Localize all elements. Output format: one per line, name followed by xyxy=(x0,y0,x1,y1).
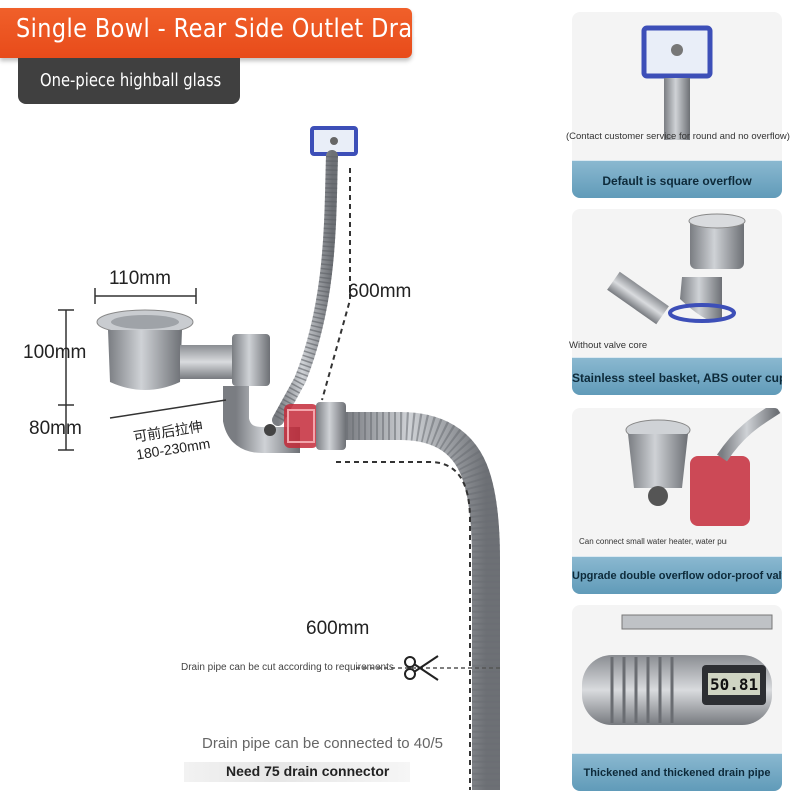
connector-label: Need 75 drain connector xyxy=(226,763,390,779)
panel-note: Without valve core xyxy=(569,340,648,351)
valve-overflow-icon xyxy=(625,408,781,526)
panel-caption: Thickened and thickened drain pipe xyxy=(583,767,771,779)
panel-caption: Default is square overflow xyxy=(602,174,752,188)
panel-caption-bar xyxy=(572,753,782,791)
dim-height-100: 100mm xyxy=(23,342,87,363)
dim-height-80: 80mm xyxy=(29,418,82,439)
panel-caption-bar xyxy=(572,160,782,198)
panel-caption-bar xyxy=(572,556,782,594)
panel-basket: Stainless steel basket, ABS outer cup xyxy=(572,209,782,395)
panel-valve: Upgrade double overflow odor-proof valve… xyxy=(572,408,782,594)
dim-pipe-600: 600mm xyxy=(306,618,370,639)
page-title: Single Bowl - Rear Side Outlet Drain xyxy=(16,14,434,44)
caliper-readout: 50.81 xyxy=(710,675,759,694)
valve-core-icon xyxy=(284,404,318,448)
panel-note: Can connect small water heater, water pu… xyxy=(579,537,727,546)
scissors-icon xyxy=(404,655,439,681)
page-subtitle: One-piece highball glass xyxy=(40,70,222,91)
connect-note: Drain pipe can be connected to 40/5 xyxy=(202,735,444,752)
sink-basket-icon xyxy=(96,309,194,390)
panel-note: (Contact customer service for round and … xyxy=(566,131,790,142)
connector-bar xyxy=(184,762,410,782)
dim-hose-600: 600mm xyxy=(348,281,412,302)
side-outlet-pipe xyxy=(180,345,240,379)
square-overflow-icon xyxy=(641,25,713,140)
caliper-pipe-icon xyxy=(582,614,773,725)
screw-icon xyxy=(264,424,276,436)
subtitle-box xyxy=(18,58,240,104)
title-banner xyxy=(0,8,412,58)
overflow-plate-icon xyxy=(310,126,358,156)
dim-width-110: 110mm xyxy=(109,268,171,289)
cut-note: Drain pipe can be cut according to requi… xyxy=(181,662,394,673)
panel-caption: Upgrade double overflow odor-proof valve… xyxy=(572,570,782,582)
panel-caption: Stainless steel basket, ABS outer cup xyxy=(572,371,782,385)
panel-pipe: 50.81 Thickened and thickened drain pipe xyxy=(572,605,782,791)
basket-cup-icon xyxy=(607,213,746,325)
panel-caption-bar xyxy=(572,357,782,395)
panel-overflow: Default is square overflow xyxy=(572,12,782,198)
